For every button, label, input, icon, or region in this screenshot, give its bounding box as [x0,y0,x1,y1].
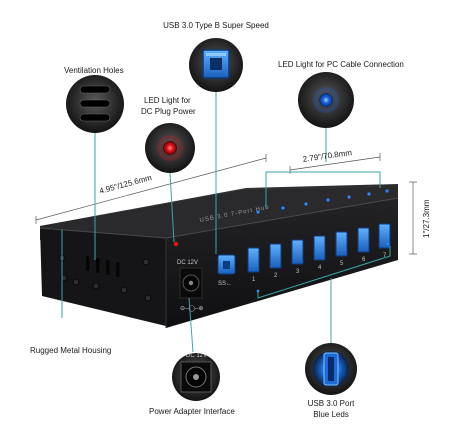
label-led-pc-connection: LED Light for PC Cable Connection [278,60,404,69]
usb-port-numbers: 1 2 3 4 5 6 7 [252,253,387,283]
label-power-adapter: Power Adapter Interface [149,407,235,416]
dimension-lines [35,153,417,255]
svg-text:3: 3 [296,269,300,275]
svg-text:⊖–◯–⊕: ⊖–◯–⊕ [180,305,203,312]
label-usb-type-b: USB 3.0 Type B Super Speed [163,21,269,30]
dc-power-led [173,241,179,247]
label-rugged-housing: Rugged Metal Housing [30,346,112,355]
usb-port-zoom [305,343,357,395]
svg-text:6: 6 [362,257,366,263]
usb-hub-device: USB 3.0 7-Port Hub DC 12V ⊖–◯–⊕ S [39,184,399,328]
hub-front-face [166,198,398,328]
svg-text:7: 7 [383,253,387,259]
dc-jack-zoom: DC 12V [172,353,220,401]
ss-logo: SS← [218,281,232,287]
zoom-dc-12v-print: DC 12V [186,353,207,359]
svg-text:5: 5 [340,261,344,267]
callout-lines [61,92,391,353]
usb-a-ports [247,223,391,273]
label-ventilation-holes: Ventilation Holes [64,66,124,75]
dc-12v-print: DC 12V [177,260,198,266]
svg-text:1: 1 [252,277,256,283]
blue-led-zoom [298,72,354,128]
red-led-zoom [145,123,195,173]
usb-type-b-zoom [189,38,243,92]
label-led-dc-line2: DC Plug Power [141,107,196,116]
svg-text:2: 2 [274,273,278,279]
label-blue-leds-line1: USB 3.0 Port [307,399,355,408]
ventilation-zoom [66,75,124,133]
top-port-leds [256,189,389,214]
label-height-dimension: 1"/27.3mm [422,199,431,238]
ventilation-slots [86,256,120,277]
hub-left-end [40,228,166,326]
label-led-dc-line1: LED Light for [144,96,191,105]
label-blue-leds-line2: Blue Leds [313,410,349,419]
svg-text:4: 4 [318,265,322,271]
